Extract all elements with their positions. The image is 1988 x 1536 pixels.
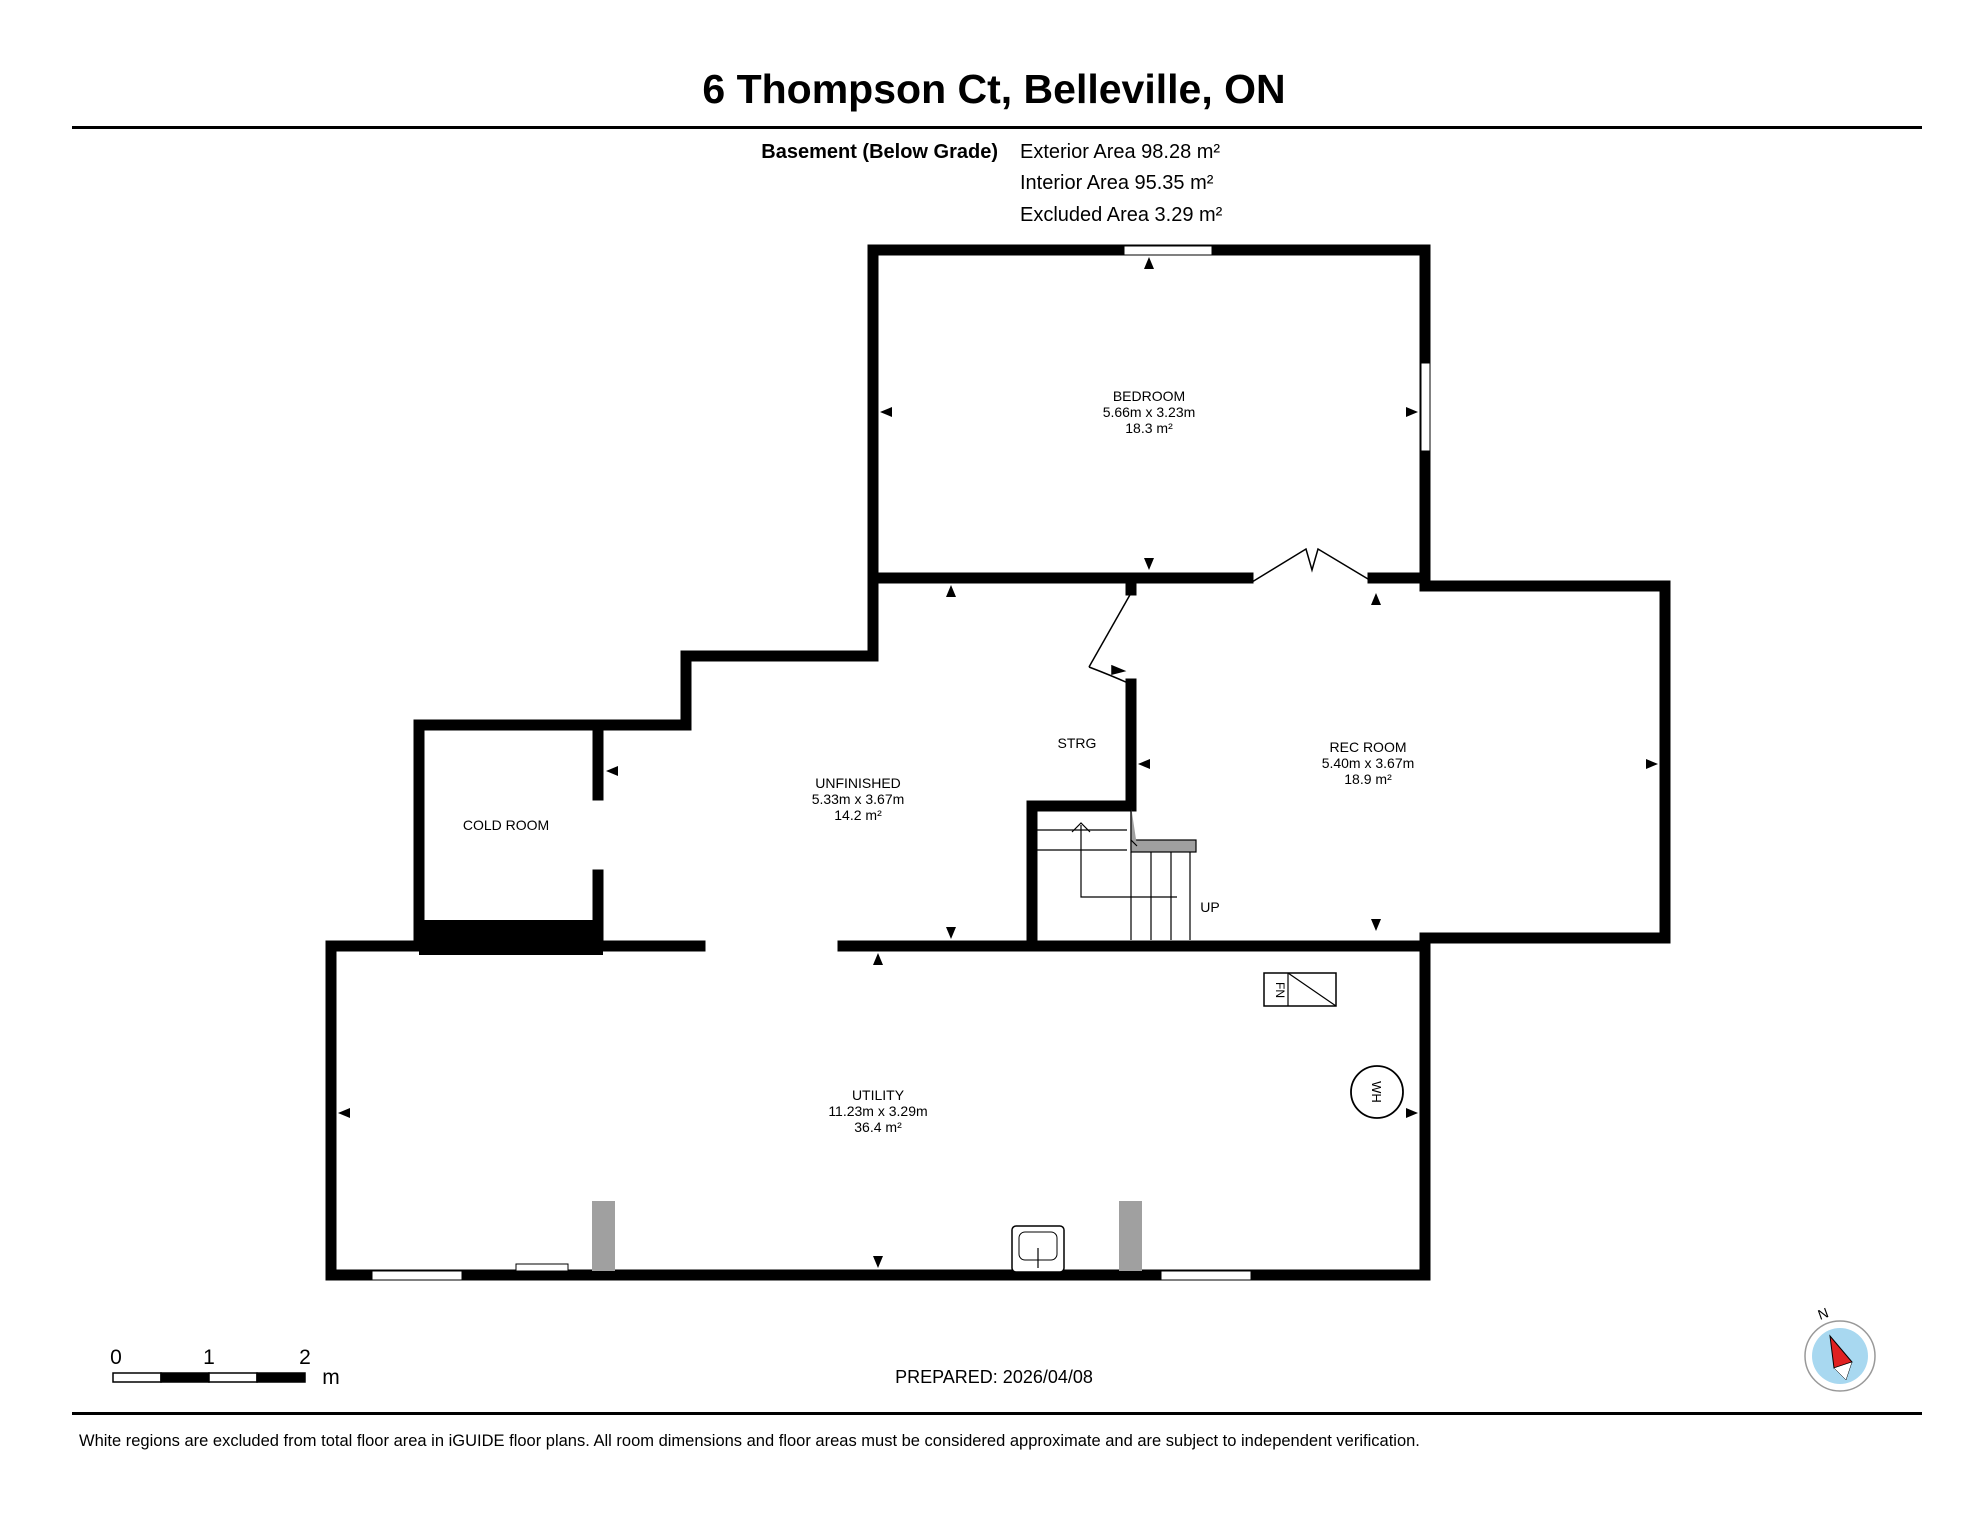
scale-label-0: 0 <box>110 1346 122 1369</box>
rec-room-double-door <box>1251 547 1374 583</box>
support-post-west <box>592 1201 615 1271</box>
stairs <box>1037 806 1197 940</box>
prepared-date: PREPARED: 2026/04/08 <box>895 1367 1093 1387</box>
water-heater-icon <box>1350 1065 1404 1119</box>
exterior-area: Exterior Area 98.28 m² <box>1020 141 1221 163</box>
dim-arrow <box>880 407 892 417</box>
dim-arrow <box>606 766 618 776</box>
interior-area: Interior Area 95.35 m² <box>1020 172 1214 194</box>
compass-label: N <box>1816 1304 1831 1322</box>
dimension-arrows <box>338 257 1658 1268</box>
dim-arrow <box>1371 593 1381 605</box>
windows <box>371 245 1431 1281</box>
support-post-east <box>1119 1201 1142 1271</box>
storage-name: STRG <box>1058 735 1097 751</box>
bedroom-name: BEDROOM <box>1113 388 1185 404</box>
stair-direction-line <box>1080 825 1177 898</box>
water-heater-label: WH <box>1369 1081 1384 1103</box>
scale-bar: 0 1 2 m <box>110 1346 340 1389</box>
utility-name: UTILITY <box>852 1087 905 1103</box>
utility-dims: 11.23m x 3.29m <box>828 1103 927 1119</box>
utility-wall <box>325 940 1431 1281</box>
rec-room-dims: 5.40m x 3.67m <box>1322 755 1415 771</box>
dim-arrow <box>946 927 956 939</box>
dim-arrow <box>1144 558 1154 570</box>
unfinished-name: UNFINISHED <box>815 775 901 791</box>
rec-room-area: 18.9 m² <box>1344 771 1392 787</box>
bedroom-dims: 5.66m x 3.23m <box>1103 404 1196 420</box>
footer-divider <box>72 1412 1922 1415</box>
header-divider <box>72 126 1922 129</box>
stair-enclosure-wall <box>1026 800 1137 952</box>
stair-direction-arrow <box>1071 822 1091 833</box>
storage-door <box>1088 592 1132 668</box>
unfinished-area: 14.2 m² <box>834 807 882 823</box>
dim-arrow <box>1406 407 1418 417</box>
furnace-diagonal <box>1287 972 1337 1007</box>
stair-landing <box>1130 839 1197 853</box>
disclaimer: White regions are excluded from total fl… <box>79 1432 1420 1450</box>
dim-arrow <box>1371 919 1381 931</box>
storage-door-swing <box>1088 666 1129 684</box>
scale-segment <box>256 1372 306 1383</box>
rec-room-wall <box>1419 580 1671 944</box>
compass-icon: N <box>1804 1304 1876 1392</box>
page-title: 6 Thompson Ct, Belleville, ON <box>702 66 1286 112</box>
furnace-icon <box>1263 972 1337 1007</box>
scale-label-2: 2 <box>299 1346 311 1369</box>
scale-unit: m <box>322 1366 340 1389</box>
excluded-area: Excluded Area 3.29 m² <box>1020 204 1223 226</box>
dim-arrow <box>1406 1108 1418 1118</box>
unfinished-north-wall <box>413 572 879 952</box>
scale-label-1: 1 <box>203 1346 215 1369</box>
stair-railing <box>1130 806 1138 847</box>
utility-se-window <box>1160 1270 1252 1281</box>
dim-arrow <box>1138 759 1150 769</box>
utility-area: 36.4 m² <box>854 1119 902 1135</box>
cold-room-south-wall <box>419 920 603 955</box>
storage-door-arrow <box>1111 664 1127 675</box>
dim-arrow <box>1646 759 1658 769</box>
dim-arrow <box>873 953 883 965</box>
bedroom-north-window <box>1123 245 1213 256</box>
furnace-label: FN <box>1273 982 1287 998</box>
doors <box>1088 547 1374 684</box>
level-name: Basement (Below Grade) <box>761 141 998 163</box>
unfinished-dims: 5.33m x 3.67m <box>812 791 905 807</box>
bedroom-east-window <box>1420 362 1431 452</box>
bedroom-area: 18.3 m² <box>1125 420 1173 436</box>
utility-sw-window <box>371 1270 463 1281</box>
dim-arrow <box>946 585 956 597</box>
walls <box>325 244 1671 1281</box>
dim-arrow <box>873 1256 883 1268</box>
floor-drain-icon <box>515 1263 569 1272</box>
dim-arrow <box>1144 257 1154 269</box>
dim-arrow <box>338 1108 350 1118</box>
cold-room-name: COLD ROOM <box>463 817 549 833</box>
stairs-label: UP <box>1200 899 1219 915</box>
rec-room-name: REC ROOM <box>1330 739 1407 755</box>
fixtures <box>515 972 1404 1273</box>
